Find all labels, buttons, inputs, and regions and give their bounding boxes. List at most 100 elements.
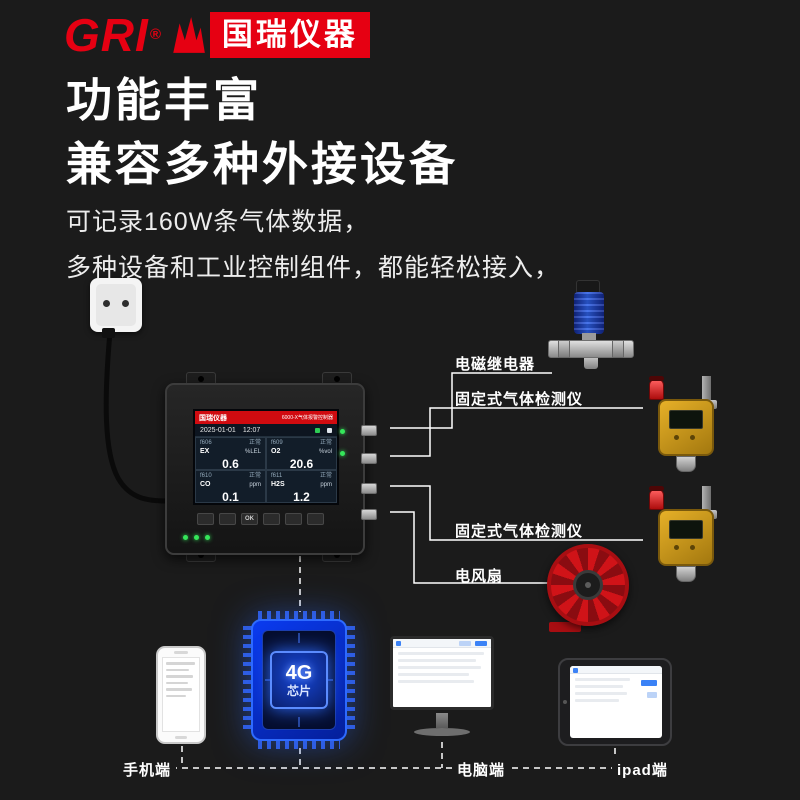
status-ok-icon [315, 427, 320, 433]
channel-value: 20.6 [289, 457, 314, 470]
tablet-blue-widget [647, 692, 657, 698]
tablet-blue-widget [641, 680, 657, 686]
valve-outlet [584, 358, 598, 369]
screw-hole [198, 552, 204, 558]
screw-hole [334, 552, 340, 558]
detector-button [690, 435, 695, 440]
wire-detector-bottom [390, 485, 643, 541]
phone-home-button [175, 736, 187, 739]
channel-gas: EX [200, 448, 210, 455]
channel-gas: O2 [271, 448, 281, 455]
circuit-trace [298, 717, 300, 727]
registered-mark: ® [149, 26, 162, 43]
socket-hole-right [122, 300, 129, 307]
channel-unit: ppm [320, 482, 332, 488]
wall-socket [90, 278, 142, 338]
gas-detector-top [638, 376, 734, 474]
comm-led [205, 535, 210, 540]
key-button[interactable] [197, 513, 214, 525]
channel-unit: ppm [249, 482, 261, 488]
flame-icon [173, 17, 205, 53]
monitor-base [414, 728, 470, 736]
output-connector-4 [361, 509, 377, 520]
screen-brand: 国瑞仪器 [199, 414, 227, 422]
gas-alarm-controller: 国瑞仪器 6000-X气体报警控制器 2025-01-01 12:07 f606… [165, 383, 377, 555]
detector-display [669, 520, 703, 539]
phone-list-row [166, 662, 195, 665]
socket-plate [96, 284, 136, 326]
pc-table-row [398, 680, 475, 683]
channel-value: 1.2 [293, 490, 310, 503]
channel-status: 正常 [248, 473, 261, 479]
chip-label-4g: 4G [285, 661, 313, 684]
tablet-row [575, 685, 623, 688]
pc-blue-button [459, 641, 471, 646]
conduit-pipe [702, 376, 711, 404]
tablet-app-logo [573, 668, 578, 673]
screw-hole [334, 376, 340, 382]
power-led [183, 535, 188, 540]
key-button[interactable] [263, 513, 280, 525]
intro-line-1: 可记录160W条气体数据， [66, 208, 370, 236]
channel-status: 正常 [248, 440, 261, 446]
channel-value: 0.6 [222, 457, 239, 470]
phone-list-row [166, 688, 192, 691]
screen-model: 6000-X气体报警控制器 [281, 415, 333, 421]
phone-screen [162, 657, 200, 732]
pc-table-row [398, 666, 482, 669]
output-connector-1 [361, 425, 377, 436]
chip-pins-top [258, 611, 340, 620]
channel-led [340, 451, 345, 456]
tablet-screen [570, 666, 662, 738]
fan-hub [573, 570, 603, 600]
alarm-beacon [649, 376, 664, 400]
fan-blades [547, 544, 629, 626]
detector-button [690, 545, 695, 550]
key-button[interactable] [307, 513, 324, 525]
controller-keypad: OK [197, 513, 337, 525]
pc-table-row [398, 652, 485, 655]
output-connector-2 [361, 453, 377, 464]
phone-list-row [166, 675, 193, 678]
chip-body: 4G 芯片 [251, 619, 347, 741]
key-button[interactable] [219, 513, 236, 525]
power-plug [102, 328, 115, 338]
brand-name: GRI® [64, 12, 162, 58]
tablet-camera [563, 700, 567, 704]
key-button[interactable] [285, 513, 302, 525]
power-cable [103, 329, 170, 504]
company-name-badge: 国瑞仪器 [209, 12, 370, 58]
gas-detector-bottom [638, 486, 734, 584]
ipad-mockup [558, 658, 672, 746]
valve-neck [582, 333, 596, 341]
phone-speaker [174, 651, 188, 654]
detector-body [658, 399, 714, 456]
pc-app-header [393, 639, 491, 648]
valve-coil [574, 292, 604, 334]
pc-screen [390, 636, 494, 710]
label-ipad: ipad端 [612, 759, 673, 780]
chip-pins-left [243, 626, 252, 734]
phone-list-row [166, 668, 190, 671]
pc-blue-button [475, 641, 487, 646]
channel-status: 正常 [319, 473, 332, 479]
pc-app-logo [396, 641, 401, 646]
channel-id: f609 [271, 440, 283, 446]
brand-text: GRI [64, 9, 149, 61]
sensor-head [676, 566, 696, 582]
channel-id: f606 [200, 440, 212, 446]
output-connector-3 [361, 483, 377, 494]
label-detector-top: 固定式气体检测仪 [455, 391, 584, 408]
pc-mockup [390, 636, 494, 740]
run-led [194, 535, 199, 540]
socket-hole-left [103, 300, 110, 307]
tablet-row [575, 699, 620, 702]
channel-unit: %LEL [244, 449, 261, 455]
screen-time: 12:07 [242, 426, 261, 434]
status-info-icon [327, 427, 332, 433]
tablet-app-header [570, 666, 662, 674]
headline-1: 功能丰富 [66, 74, 262, 126]
ok-button[interactable]: OK [241, 513, 258, 525]
phone-list-row [166, 694, 186, 697]
